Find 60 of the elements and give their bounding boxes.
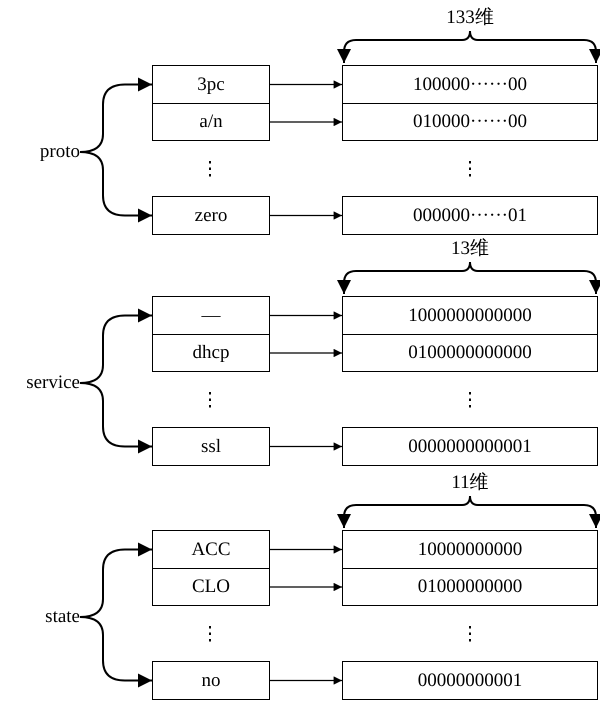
arrow bbox=[270, 582, 342, 592]
arrow bbox=[80, 382, 152, 454]
cell-text: CLO bbox=[192, 576, 230, 598]
arrow bbox=[270, 676, 342, 685]
ellipsis: ⋮ bbox=[200, 160, 220, 179]
value-cell bbox=[342, 65, 598, 104]
arrow bbox=[80, 151, 152, 222]
value-cell bbox=[152, 530, 270, 569]
arrow bbox=[80, 616, 152, 688]
cell-text: — bbox=[202, 304, 220, 326]
cell-text: dhcp bbox=[192, 342, 230, 364]
cell-text: 0100000000000 bbox=[408, 342, 532, 364]
cell-text: 0000000000001 bbox=[408, 436, 532, 458]
value-cell bbox=[152, 196, 270, 235]
dimension-label: 13维 bbox=[451, 239, 489, 258]
arrow bbox=[270, 80, 342, 89]
cell-text: 3pc bbox=[197, 74, 225, 96]
cell-text: a/n bbox=[199, 111, 223, 133]
value-cell bbox=[342, 568, 598, 606]
value-cell bbox=[152, 296, 270, 335]
value-cell bbox=[152, 661, 270, 700]
ellipsis: ⋮ bbox=[200, 625, 220, 644]
arrow bbox=[270, 311, 342, 320]
value-cell bbox=[152, 568, 270, 606]
value-cell bbox=[342, 296, 598, 335]
dimension-label: 11维 bbox=[451, 473, 489, 492]
value-cell bbox=[342, 334, 598, 372]
cell-text: ACC bbox=[191, 538, 231, 560]
value-cell bbox=[342, 103, 598, 141]
value-cell bbox=[342, 196, 598, 235]
cell-text: 00000000001 bbox=[418, 670, 522, 692]
cell-text: ssl bbox=[200, 436, 222, 458]
arrow bbox=[270, 442, 342, 451]
cell-text: no bbox=[202, 670, 220, 692]
value-cell bbox=[152, 65, 270, 104]
feature-name: service bbox=[26, 372, 80, 394]
ellipsis: ⋮ bbox=[200, 391, 220, 410]
value-cell bbox=[152, 103, 270, 141]
feature-name: proto bbox=[40, 141, 80, 163]
ellipsis: ⋮ bbox=[460, 160, 480, 179]
arrow bbox=[270, 545, 342, 554]
dimension-label: 133维 bbox=[446, 8, 494, 27]
cell-text: 000000······01 bbox=[413, 204, 527, 226]
cell-text: 1000000000000 bbox=[408, 304, 532, 326]
cell-text: 010000······00 bbox=[413, 111, 527, 133]
feature-name: state bbox=[45, 606, 80, 628]
cell-text: 10000000000 bbox=[418, 538, 522, 560]
ellipsis: ⋮ bbox=[460, 625, 480, 644]
arrow bbox=[270, 211, 342, 220]
cell-text: 100000······00 bbox=[413, 74, 527, 96]
value-cell bbox=[342, 530, 598, 569]
arrow bbox=[270, 348, 342, 358]
ellipsis: ⋮ bbox=[460, 391, 480, 410]
value-cell bbox=[152, 427, 270, 466]
value-cell bbox=[342, 661, 598, 700]
cell-text: zero bbox=[194, 204, 228, 226]
value-cell bbox=[152, 334, 270, 372]
arrow bbox=[270, 118, 342, 126]
value-cell bbox=[342, 427, 598, 466]
cell-text: 01000000000 bbox=[418, 576, 522, 598]
